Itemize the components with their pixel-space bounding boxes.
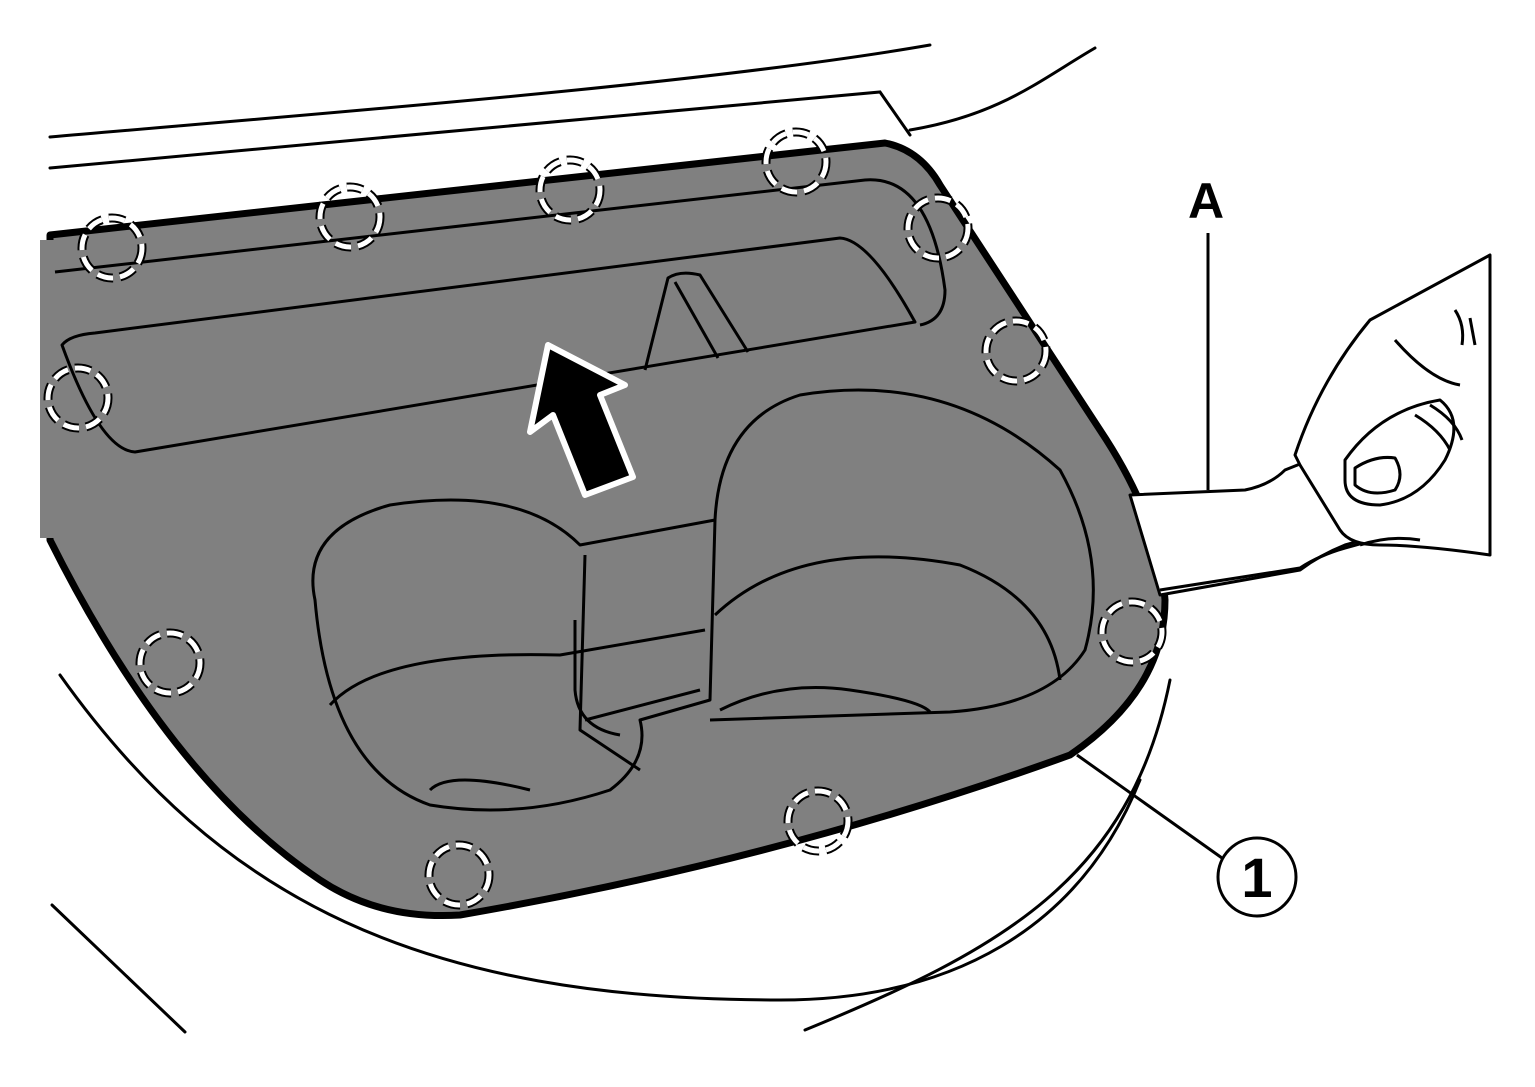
callout-1-text: 1 [1241, 846, 1272, 909]
clip-marker [424, 840, 494, 910]
console-panel-body [46, 139, 1169, 920]
clip-marker [77, 213, 147, 283]
clip-marker [535, 155, 605, 225]
clip-marker [903, 193, 973, 263]
dashboard-outline [48, 43, 1172, 1034]
arrow-up-left-icon [527, 342, 636, 498]
console-panel [40, 139, 1169, 920]
cup-holder-left [311, 498, 717, 812]
callout-1: 1 [1076, 753, 1298, 918]
clip-marker [981, 316, 1051, 386]
clip-marker [135, 628, 205, 698]
hand-holding-tool-icon [1293, 253, 1492, 557]
clip-locations [43, 127, 1167, 910]
label-a-text: A [1188, 173, 1224, 229]
clip-marker [1097, 597, 1167, 667]
panel-inner-edge [54, 178, 947, 327]
clip-marker [43, 363, 113, 433]
clip-marker [783, 786, 853, 856]
clip-marker [315, 182, 385, 252]
clip-marker [761, 127, 831, 197]
label-a: A [1188, 173, 1224, 490]
